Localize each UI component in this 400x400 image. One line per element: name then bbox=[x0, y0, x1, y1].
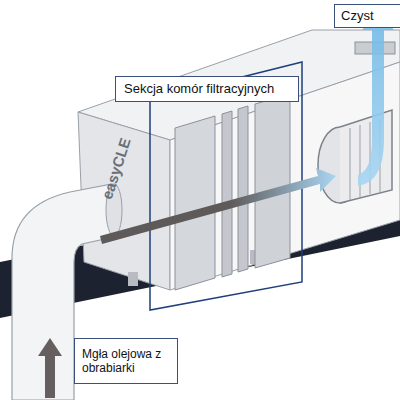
filter-panel bbox=[255, 94, 290, 268]
clean-air-arrow bbox=[358, 8, 394, 186]
filter-panel bbox=[222, 111, 232, 277]
label-box: Czyst bbox=[334, 4, 400, 28]
node-text: Czyst bbox=[341, 8, 374, 24]
housing-foot bbox=[128, 272, 138, 286]
flow-arrow bbox=[100, 168, 336, 244]
label-box: Sekcja komór filtracyjnych bbox=[115, 76, 299, 102]
filter-panel bbox=[238, 106, 248, 272]
node-text: Mgła olejowa z obrabiarki bbox=[82, 347, 170, 376]
node-text: Sekcja komór filtracyjnych bbox=[124, 81, 274, 97]
label-box: Mgła olejowa z obrabiarki bbox=[74, 338, 178, 384]
fan-drum bbox=[340, 110, 392, 203]
filter-panel bbox=[175, 116, 215, 290]
mist-arrow bbox=[38, 338, 62, 398]
